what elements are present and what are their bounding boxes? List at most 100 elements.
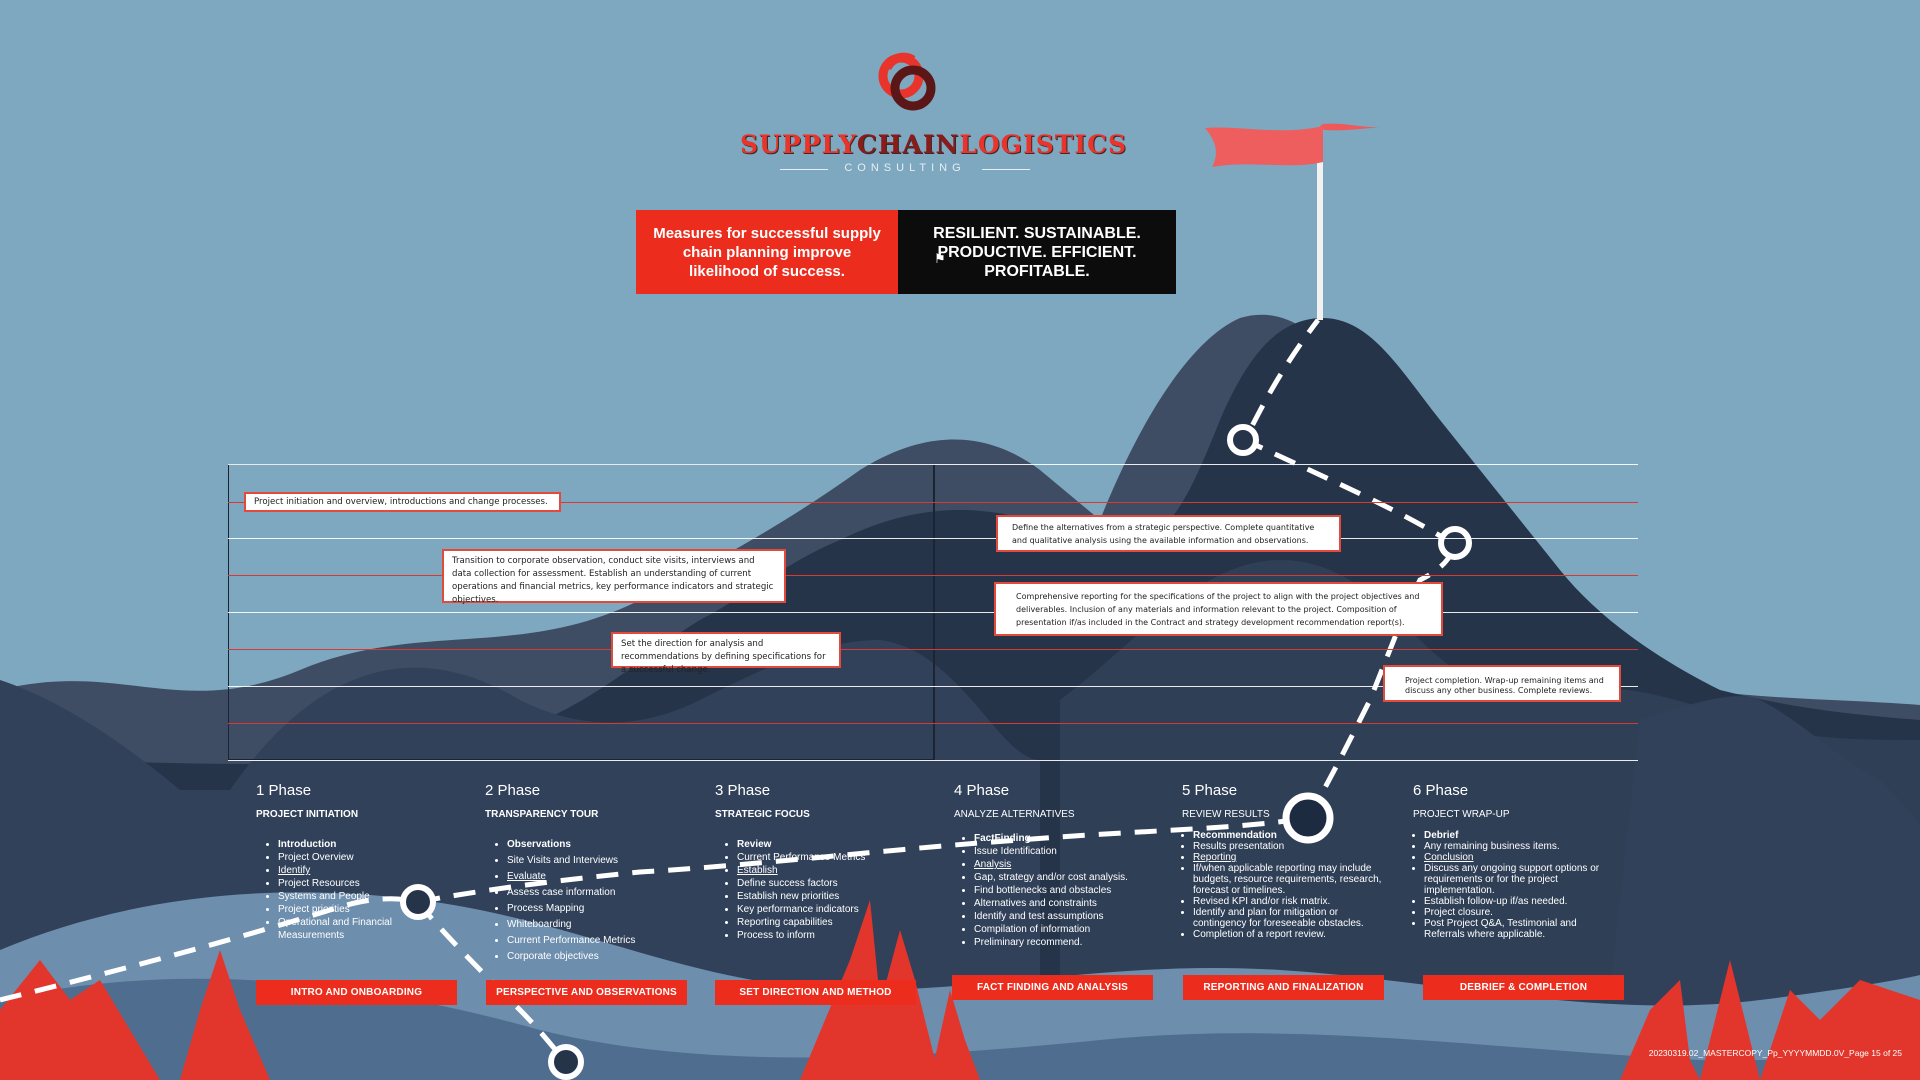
subtitle-rule-left bbox=[780, 169, 828, 170]
list-item: Corporate objectives bbox=[507, 950, 685, 963]
list-item: Evaluate bbox=[507, 870, 685, 883]
values-line-3: PROFITABLE. bbox=[984, 262, 1090, 280]
grid-line bbox=[228, 538, 1638, 539]
grid-line bbox=[228, 502, 1638, 503]
list-item: Compilation of information bbox=[974, 923, 1154, 936]
callout-phase-2: Transition to corporate observation, con… bbox=[442, 549, 786, 605]
list-item: If/when applicable reporting may include… bbox=[1193, 863, 1382, 896]
phase-title: STRATEGIC FOCUS bbox=[715, 809, 810, 820]
list-item: Find bottlenecks and obstacles bbox=[974, 884, 1154, 897]
list-item: Project Resources bbox=[278, 877, 456, 890]
set-direction-method-button[interactable]: SET DIRECTION AND METHOD bbox=[715, 980, 916, 1005]
phase-2-column: 2 Phase TRANSPARENCY TOUR Observations S… bbox=[485, 782, 685, 966]
company-logo: SUPPLYCHAINLOGISTICS CONSULTING bbox=[740, 48, 1126, 180]
subtitle-rule-right bbox=[982, 169, 1030, 170]
list-item: Observations bbox=[507, 838, 685, 851]
list-item: Alternatives and constraints bbox=[974, 897, 1154, 910]
tagline-banner: Measures for successful supply chain pla… bbox=[636, 210, 898, 294]
intro-onboarding-button[interactable]: INTRO AND ONBOARDING bbox=[256, 980, 457, 1005]
list-item: Completion of a report review. bbox=[1193, 929, 1382, 940]
phase-4-column: 4 Phase ANALYZE ALTERNATIVES FactFinding… bbox=[954, 782, 1154, 949]
list-item: Project priorities bbox=[278, 903, 456, 916]
list-item: Identify and test assumptions bbox=[974, 910, 1154, 923]
list-item: Project closure. bbox=[1424, 907, 1609, 918]
list-item: Process Mapping bbox=[507, 902, 685, 915]
list-item: Gap, strategy and/or cost analysis. bbox=[974, 871, 1154, 884]
list-item: Any remaining business items. bbox=[1424, 841, 1609, 852]
list-item: Process to inform bbox=[737, 929, 915, 942]
phase-1-column: 1 Phase PROJECT INITIATION Introduction … bbox=[256, 782, 456, 942]
list-item: Site Visits and Interviews bbox=[507, 854, 685, 867]
list-item: Review bbox=[737, 838, 915, 851]
list-item: Identify and plan for mitigation or cont… bbox=[1193, 907, 1382, 929]
grid-line bbox=[228, 575, 1638, 576]
fact-finding-analysis-button[interactable]: FACT FINDING AND ANALYSIS bbox=[952, 975, 1153, 1000]
page-footer: 20230319.02_MASTERCOPY_Pp_YYYYMMDD.0V_Pa… bbox=[1648, 1048, 1902, 1058]
list-item: Results presentation bbox=[1193, 841, 1382, 852]
list-item: Assess case information bbox=[507, 886, 685, 899]
grid-line bbox=[228, 464, 1638, 465]
phase-number: 6 Phase bbox=[1413, 782, 1469, 799]
list-item: Project Overview bbox=[278, 851, 456, 864]
list-item: Key performance indicators bbox=[737, 903, 915, 916]
list-item: Whiteboarding bbox=[507, 918, 685, 931]
phase-number: 2 Phase bbox=[485, 782, 541, 799]
company-name-part3: LOGISTICS bbox=[959, 130, 1128, 159]
phase-title: REVIEW RESULTS bbox=[1182, 809, 1270, 820]
list-item: Establish follow-up if/as needed. bbox=[1424, 896, 1609, 907]
callout-phase-6: Project completion. Wrap-up remaining it… bbox=[1383, 665, 1621, 702]
list-item: Debrief bbox=[1424, 830, 1609, 841]
values-banner: RESILIENT. SUSTAINABLE. PRODUCTIVE. EFFI… bbox=[898, 210, 1176, 294]
list-item: FactFinding bbox=[974, 832, 1154, 845]
debrief-completion-button[interactable]: DEBRIEF & COMPLETION bbox=[1423, 975, 1624, 1000]
grid-line bbox=[228, 649, 1638, 650]
list-item: Preliminary recommend. bbox=[974, 936, 1154, 949]
list-item: Current Performance Metrics bbox=[737, 851, 915, 864]
phase-items: Introduction Project Overview Identify P… bbox=[256, 838, 456, 942]
callout-phase-4: Define the alternatives from a strategic… bbox=[996, 515, 1341, 552]
grid-line bbox=[228, 686, 1638, 687]
values-line-2: PRODUCTIVE. EFFICIENT. bbox=[937, 243, 1137, 261]
phase-number: 3 Phase bbox=[715, 782, 771, 799]
company-name-part1: SUPPLY bbox=[740, 130, 857, 159]
list-item: Issue Identification bbox=[974, 845, 1154, 858]
list-item: Systems and People bbox=[278, 890, 456, 903]
phase-title: TRANSPARENCY TOUR bbox=[485, 809, 599, 820]
list-item: Reporting capabilities bbox=[737, 916, 915, 929]
values-line-1: RESILIENT. SUSTAINABLE. bbox=[933, 224, 1141, 242]
list-item: Post Project Q&A, Testimonial and Referr… bbox=[1424, 918, 1609, 940]
phase-3-column: 3 Phase STRATEGIC FOCUS Review Current P… bbox=[715, 782, 915, 942]
phase-title: PROJECT WRAP-UP bbox=[1413, 809, 1510, 820]
grid-line bbox=[228, 612, 1638, 613]
list-item: Analysis bbox=[974, 858, 1154, 871]
list-item: Discuss any ongoing support options or r… bbox=[1424, 863, 1609, 896]
phase-number: 4 Phase bbox=[954, 782, 1010, 799]
company-subtitle: CONSULTING bbox=[844, 162, 966, 174]
phase-items: Debrief Any remaining business items. Co… bbox=[1413, 830, 1609, 940]
list-item: Reporting bbox=[1193, 852, 1382, 863]
perspective-observations-button[interactable]: PERSPECTIVE AND OBSERVATIONS bbox=[486, 980, 687, 1005]
company-name: SUPPLYCHAINLOGISTICS bbox=[740, 130, 1126, 159]
phase-items: Recommendation Results presentation Repo… bbox=[1182, 830, 1382, 940]
list-item: Operational and Financial Measurements bbox=[278, 916, 456, 942]
list-item: Recommendation bbox=[1193, 830, 1382, 841]
grid-line bbox=[228, 760, 1638, 761]
grid-line bbox=[228, 723, 1638, 724]
phase-title: ANALYZE ALTERNATIVES bbox=[954, 809, 1075, 820]
phase-5-column: 5 Phase REVIEW RESULTS Recommendation Re… bbox=[1182, 782, 1382, 940]
flag-glyph-icon: ⚑ bbox=[934, 251, 946, 266]
phase-number: 1 Phase bbox=[256, 782, 312, 799]
reporting-finalization-button[interactable]: REPORTING AND FINALIZATION bbox=[1183, 975, 1384, 1000]
list-item: Establish new priorities bbox=[737, 890, 915, 903]
callout-phase-3: Set the direction for analysis and recom… bbox=[611, 632, 841, 675]
linked-rings-logo-icon bbox=[878, 52, 936, 111]
list-item: Establish bbox=[737, 864, 915, 877]
list-item: Identify bbox=[278, 864, 456, 877]
phase-title: PROJECT INITIATION bbox=[256, 809, 359, 820]
phase-6-column: 6 Phase PROJECT WRAP-UP Debrief Any rema… bbox=[1413, 782, 1609, 940]
list-item: Conclusion bbox=[1424, 852, 1609, 863]
list-item: Introduction bbox=[278, 838, 456, 851]
phase-items: Review Current Performance Metrics Estab… bbox=[715, 838, 915, 942]
list-item: Revised KPI and/or risk matrix. bbox=[1193, 896, 1382, 907]
